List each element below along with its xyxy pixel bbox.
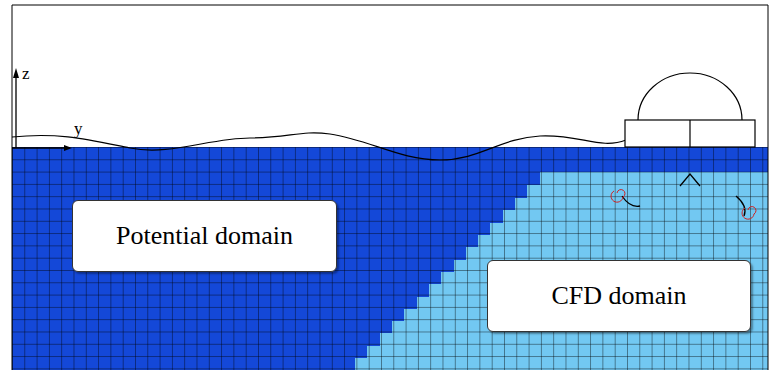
- domain-label: CFD domain: [551, 281, 686, 311]
- floater-body: [625, 120, 755, 147]
- vortex-curl: [611, 190, 625, 203]
- arrow-head: [64, 145, 72, 151]
- axis-label: z: [22, 64, 30, 84]
- domain-label-box: Potential domain: [72, 200, 337, 272]
- vortex-curl: [742, 207, 756, 220]
- frame: [12, 5, 768, 370]
- potential-region: [12, 147, 768, 370]
- y-axis: [12, 147, 70, 148]
- arrow-head: [13, 68, 19, 78]
- wave-surface: [12, 133, 626, 160]
- domain-label-box: CFD domain: [487, 260, 751, 332]
- flow-mark: [680, 174, 700, 186]
- axis-label: y: [74, 119, 83, 139]
- vortex-arc: [736, 196, 745, 216]
- mesh-grid: [12, 147, 768, 370]
- floater-dome: [638, 73, 742, 120]
- vortex-arc: [622, 196, 640, 206]
- floater-divider: [689, 120, 690, 147]
- z-axis: [15, 72, 16, 148]
- domain-label: Potential domain: [116, 221, 293, 251]
